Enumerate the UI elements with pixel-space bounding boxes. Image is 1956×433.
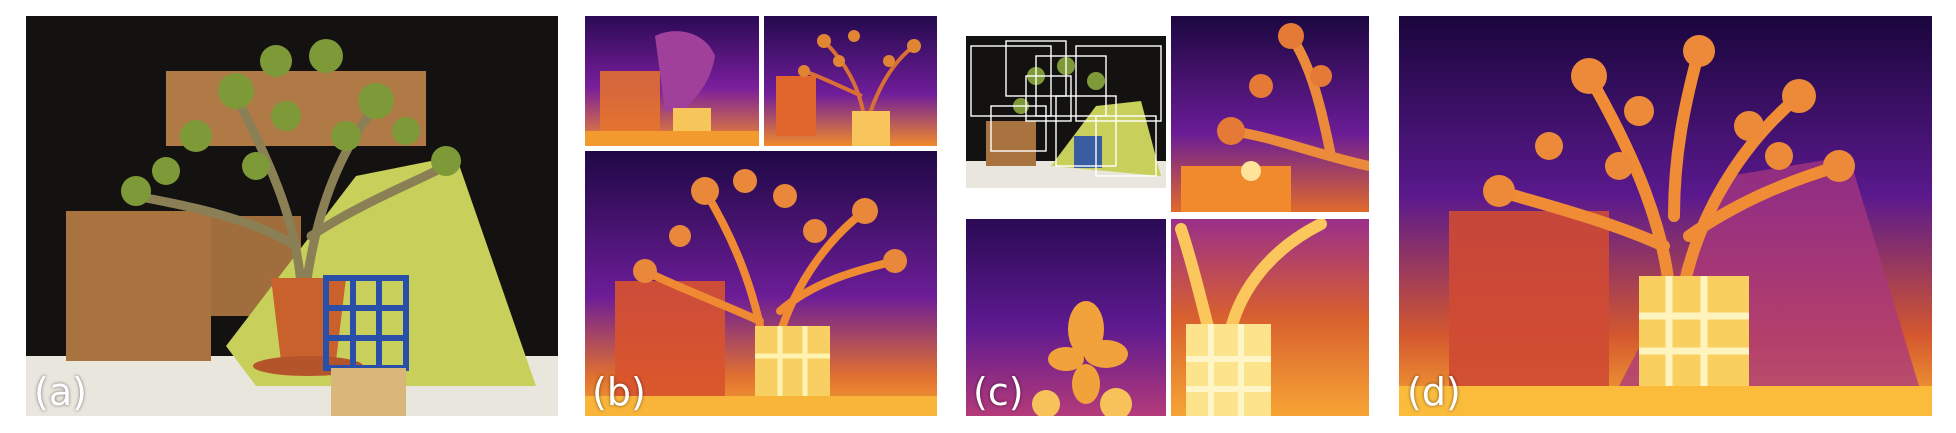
depth-heatmap <box>585 151 937 416</box>
photo-with-crop-boxes <box>966 36 1166 188</box>
panel-label-c: (c) <box>973 370 1024 414</box>
panel-label-d: (d) <box>1407 370 1461 414</box>
final-depth-map-panel <box>1399 16 1932 416</box>
depth-heatmap <box>966 219 1166 416</box>
depth-heatmap <box>1399 16 1932 416</box>
crop-box-overlay <box>966 36 1166 188</box>
depth-patch-2 <box>966 219 1166 416</box>
input-photo-panel <box>26 16 558 416</box>
depth-heatmap <box>1171 16 1369 212</box>
depth-heatmap <box>585 16 759 146</box>
depth-patch-1 <box>1171 16 1369 212</box>
depth-patch-3 <box>1171 219 1369 416</box>
panel-label-a: (a) <box>34 370 87 414</box>
depth-heatmap <box>764 16 937 146</box>
panel-label-b: (b) <box>592 370 646 414</box>
depth-map-merged <box>585 151 937 416</box>
jade-plant-photo <box>26 16 558 416</box>
depth-map-low-res <box>585 16 759 146</box>
depth-heatmap <box>1171 219 1369 416</box>
depth-map-high-res <box>764 16 937 146</box>
